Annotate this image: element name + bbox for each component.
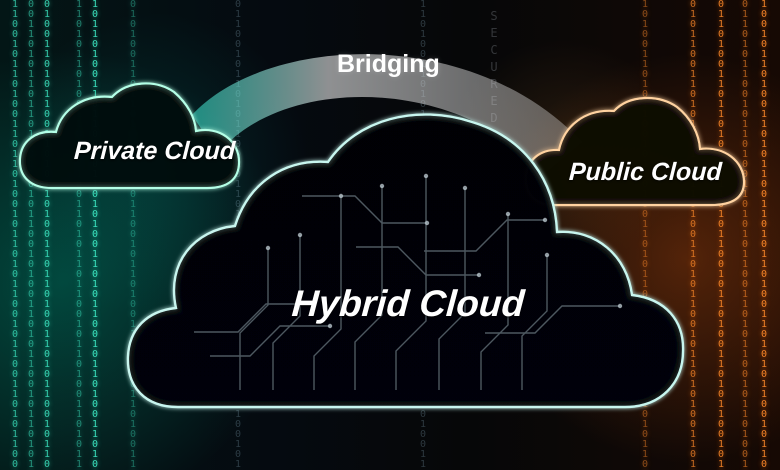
secured-letter: E <box>490 26 498 40</box>
secured-letter: C <box>490 43 498 57</box>
private-cloud-shape <box>18 82 241 190</box>
private-cloud-label: Private Cloud <box>73 137 236 165</box>
circuit-nodes <box>265 173 623 329</box>
public-cloud-label: Public Cloud <box>568 158 723 186</box>
public-cloud-shape <box>524 96 746 207</box>
hybrid-cloud-shape <box>126 113 685 409</box>
bridge-arc <box>192 54 582 173</box>
hybrid-cloud-label: Hybrid Cloud <box>290 283 526 324</box>
secured-letter: S <box>490 9 498 23</box>
bridge-label: Bridging <box>337 50 440 78</box>
circuit-lines <box>194 176 620 390</box>
secured-letter: U <box>490 60 498 74</box>
